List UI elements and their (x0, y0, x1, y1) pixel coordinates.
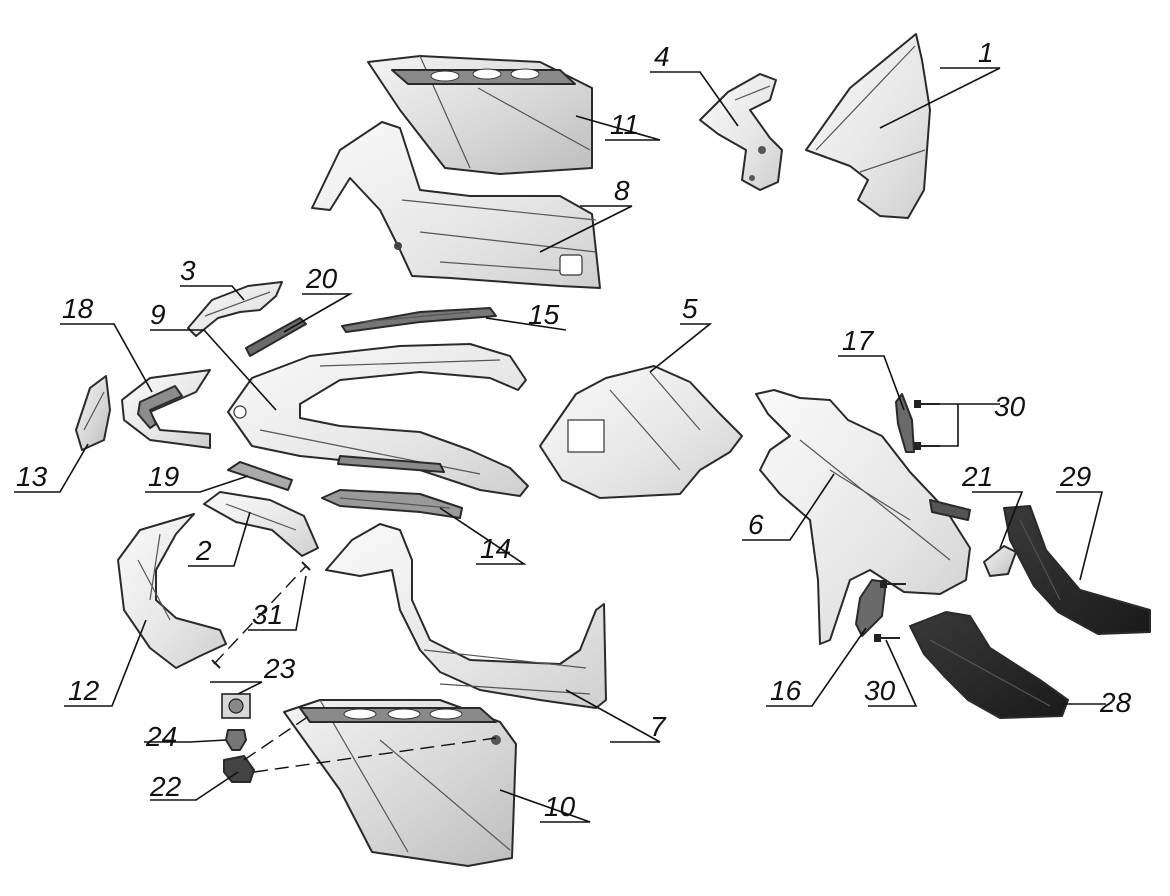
leader-lines (14, 67, 1106, 823)
callout-28: 28 (1099, 687, 1132, 718)
callout-18: 18 (62, 293, 94, 324)
part-29-dark-rail (1003, 505, 1151, 635)
part-5-center-console (539, 365, 743, 499)
part-7-lower-body-frame (325, 523, 607, 709)
part-17-vent (895, 393, 915, 453)
part-10-lower-side-panel (283, 699, 517, 867)
callout-14: 14 (480, 533, 511, 564)
part-13-front-corner (75, 375, 111, 451)
callout-12: 12 (68, 675, 100, 706)
part-1-cowl-panel (805, 33, 931, 219)
callout-30-lower: 30 (864, 675, 896, 706)
callout-1: 1 (978, 37, 994, 68)
part-21-clip (983, 545, 1017, 577)
callout-9: 9 (150, 299, 166, 330)
part-15-grille-strip (341, 307, 497, 333)
callout-11: 11 (610, 109, 639, 140)
callout-3: 3 (180, 255, 196, 286)
callout-16: 16 (770, 675, 802, 706)
callout-31: 31 (252, 599, 283, 630)
part-30-fasteners-upper (914, 400, 940, 450)
part-16-vent-strip (855, 579, 887, 637)
callout-30-upper: 30 (994, 391, 1026, 422)
assembly-lines (211, 561, 497, 773)
part-23-latch-plate (221, 693, 251, 719)
callout-2: 2 (195, 535, 212, 566)
part-28-dark-lower-rail (909, 611, 1069, 719)
callout-17: 17 (842, 325, 875, 356)
part-3-small-bracket (187, 281, 283, 337)
part-14-lower-grille-strip (321, 489, 463, 519)
part-18-front-grille (121, 369, 211, 449)
part-2-lower-bracket (203, 491, 319, 557)
callout-23: 23 (263, 653, 296, 684)
callout-13: 13 (16, 461, 48, 492)
callout-29: 29 (1059, 461, 1091, 492)
part-8-rear-inner-frame (311, 121, 601, 289)
callout-20: 20 (305, 263, 338, 294)
callout-7: 7 (650, 711, 667, 742)
callout-22: 22 (149, 771, 182, 802)
callout-6: 6 (748, 509, 764, 540)
part-30-fasteners-lower (874, 580, 906, 642)
callout-24: 24 (145, 721, 177, 752)
part-24-latch-pin (225, 729, 247, 751)
callout-15: 15 (528, 299, 560, 330)
callout-19: 19 (148, 461, 179, 492)
callout-8: 8 (614, 175, 630, 206)
callout-5: 5 (682, 293, 698, 324)
part-4-bracket (699, 73, 783, 191)
part-19-small-strip (227, 461, 293, 491)
part-12-wheel-arch (117, 513, 227, 669)
part-9-main-side-fairing (227, 343, 529, 497)
callout-4: 4 (654, 41, 670, 72)
callout-10: 10 (544, 791, 576, 822)
callout-labels: 1 2 3 4 5 6 7 8 9 10 11 12 13 14 15 16 1… (16, 37, 1132, 822)
callout-21: 21 (961, 461, 993, 492)
part-11-upper-side-panel (367, 55, 593, 175)
